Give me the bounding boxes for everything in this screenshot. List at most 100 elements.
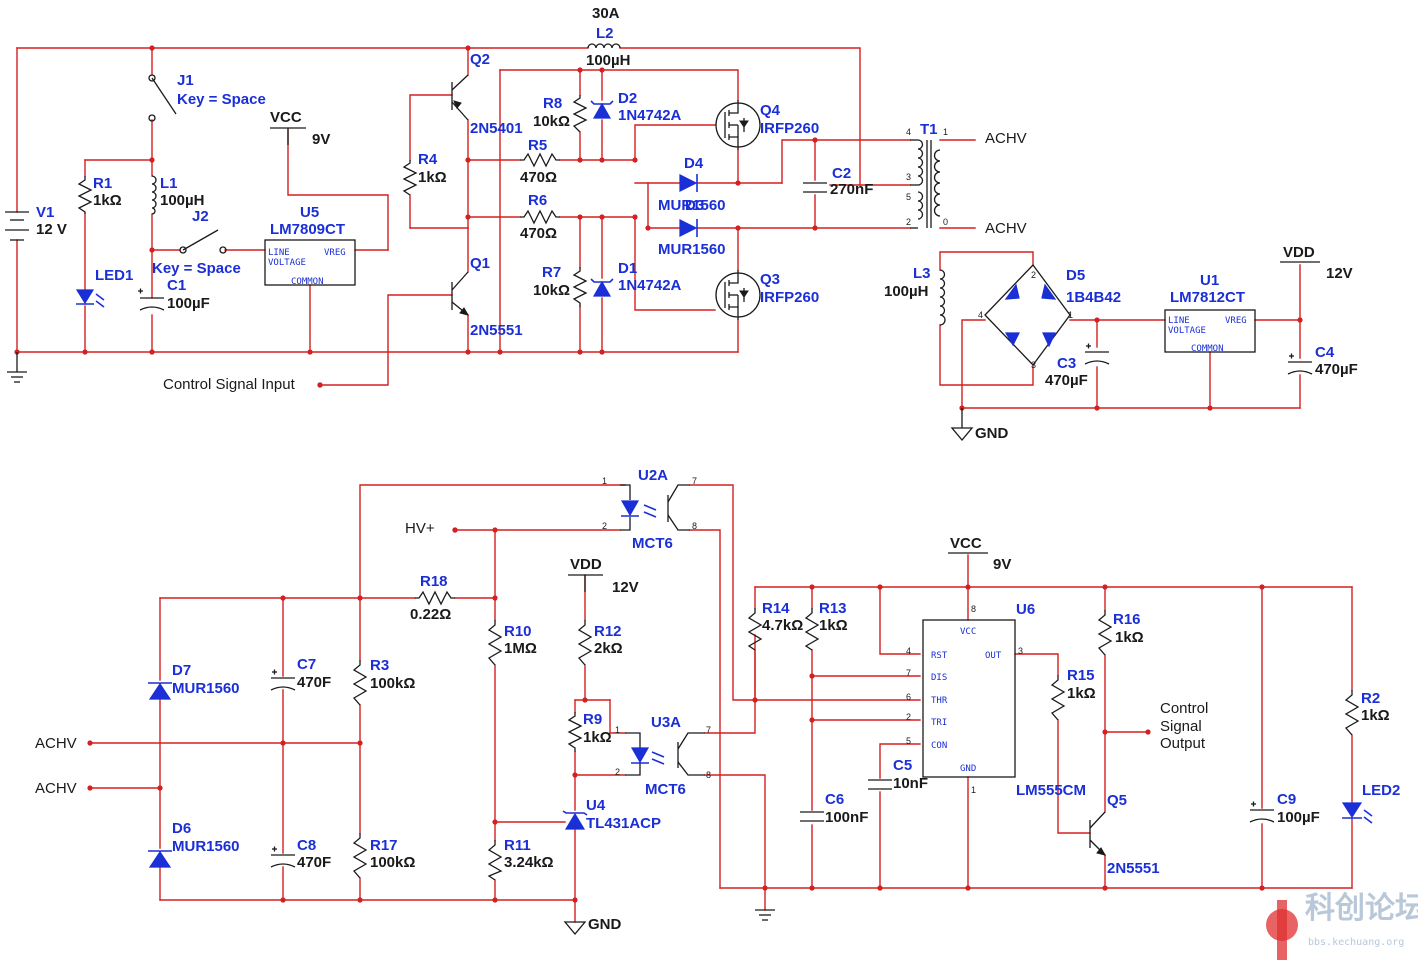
pin-number-3: 5 [906, 192, 911, 202]
label-108: C6 [825, 791, 844, 808]
label-70: VDD [570, 556, 602, 573]
power-rail-symbols [270, 127, 1320, 592]
label-75: 4.7kΩ [762, 617, 803, 634]
ic-pin-name-8: VCC [960, 627, 976, 637]
regulator-u5 [264, 239, 356, 286]
label-14: IRFP260 [760, 120, 819, 137]
label-107: LED2 [1362, 782, 1400, 799]
label-56: Q3 [760, 271, 780, 288]
transistor-q1 [451, 271, 470, 316]
resistor-r8 [572, 95, 588, 133]
resistor-r14 [747, 608, 763, 651]
label-18: 1kΩ [93, 192, 122, 209]
resistor-r12 [577, 620, 593, 666]
ic-pin-name-5: VOLTAGE [1168, 326, 1206, 336]
diode-d7 [148, 682, 172, 700]
inductor-l2 [587, 43, 621, 49]
resistor-r3 [352, 660, 368, 706]
label-41: Key = Space [152, 260, 241, 277]
label-40: 12V [1326, 265, 1353, 282]
transistor-q2 [451, 74, 469, 121]
label-122: 3.24kΩ [504, 854, 554, 871]
optocoupler-u2a [620, 484, 690, 531]
led-led2 [1341, 802, 1373, 824]
pin-number-17: 8 [706, 770, 711, 780]
label-10: 10kΩ [533, 113, 570, 130]
label-73: 0.22Ω [410, 606, 451, 623]
ground-symbol [563, 921, 587, 936]
label-21: R4 [418, 151, 438, 168]
label-110: Q5 [1107, 792, 1127, 809]
switch-j2 [179, 229, 227, 254]
label-82: 1MΩ [504, 640, 537, 657]
label-44: 10kΩ [533, 282, 570, 299]
label-102: C5 [893, 757, 912, 774]
label-38: ACHV [985, 220, 1027, 237]
label-76: R13 [819, 600, 847, 617]
pin-number-24: 5 [906, 736, 911, 746]
watermark-logo: 科创论坛 bbs.kechuang.org [1266, 891, 1418, 960]
pin-number-20: 3 [1018, 646, 1023, 656]
label-25: D4 [684, 155, 704, 172]
label-101: ACHV [35, 735, 77, 752]
resistor-r7 [572, 267, 588, 307]
label-65: U2A [638, 467, 668, 484]
label-80: 2kΩ [594, 640, 623, 657]
ic-pin-names: LINEVOLTAGEVREGCOMMONLINEVOLTAGEVREGCOMM… [268, 248, 1247, 774]
pin-number-4: 2 [906, 217, 911, 227]
label-119: R17 [370, 837, 398, 854]
zener-d2 [590, 100, 614, 119]
ic-pin-name-13: TRI [931, 718, 947, 728]
pin-number-0: 4 [906, 127, 911, 137]
label-26: C2 [832, 165, 851, 182]
label-46: 1N4742A [618, 277, 682, 294]
mosfet-q4 [715, 100, 761, 150]
zener-d1 [590, 278, 614, 297]
capacitor-c6 [800, 811, 824, 822]
label-99: 1kΩ [583, 729, 612, 746]
label-72: R18 [420, 573, 448, 590]
pin-number-16: 7 [706, 725, 711, 735]
label-94: Signal [1160, 718, 1202, 735]
label-64: GND [975, 425, 1009, 442]
pin-number-11: 2 [602, 521, 607, 531]
pin-number-5: 0 [943, 217, 948, 227]
label-30: U5 [300, 204, 319, 221]
label-9: R8 [543, 95, 562, 112]
label-29: 12 V [36, 221, 67, 238]
pin-number-15: 2 [615, 767, 620, 777]
diode-d3 [679, 219, 698, 237]
ic-pin-name-14: CON [931, 741, 947, 751]
pin-number-9: 3 [1031, 360, 1036, 370]
capacitor-c4 [1287, 353, 1313, 375]
reference-u4 [562, 810, 588, 830]
label-92: 1kΩ [1067, 685, 1096, 702]
capacitor-c5 [868, 779, 892, 790]
resistor-r1 [77, 176, 93, 214]
ground-symbol [950, 408, 974, 442]
terminal-points [317, 382, 458, 533]
label-106: LM555CM [1016, 782, 1086, 799]
label-15: T1 [920, 121, 938, 138]
label-84: 1kΩ [1115, 629, 1144, 646]
label-117: C8 [297, 837, 316, 854]
pin-number-19: 4 [906, 646, 911, 656]
label-123: 2N5551 [1107, 860, 1160, 877]
label-85: C7 [297, 656, 316, 673]
label-23: R5 [528, 137, 547, 154]
resistor-r17 [352, 833, 368, 879]
resistor-r2 [1344, 690, 1360, 736]
label-50: 1B4B42 [1066, 289, 1121, 306]
resistor-r13 [804, 608, 820, 651]
ic-pin-name-6: VREG [1225, 316, 1247, 326]
capacitor-c9 [1249, 801, 1275, 823]
label-48: 100µH [884, 283, 929, 300]
label-104: ACHV [35, 780, 77, 797]
led-led1 [75, 289, 105, 308]
label-24: 470Ω [520, 169, 557, 186]
switch-j1 [148, 74, 177, 122]
ground-symbol [7, 352, 27, 383]
label-19: L1 [160, 175, 178, 192]
label-112: 100µF [1277, 809, 1320, 826]
